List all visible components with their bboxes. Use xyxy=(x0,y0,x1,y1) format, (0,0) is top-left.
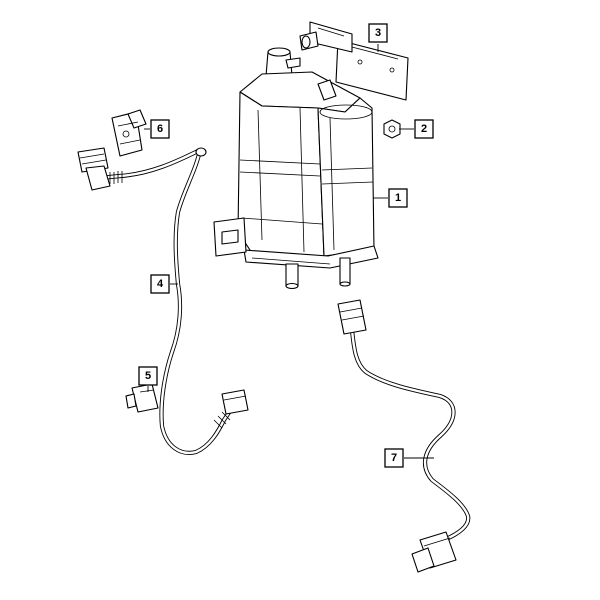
part-1-vapor-canister xyxy=(213,47,379,290)
callout-3-label: 3 xyxy=(375,27,381,39)
callout-1: 1 xyxy=(388,188,408,208)
part-4-hose xyxy=(77,147,249,455)
callout-4: 4 xyxy=(150,274,170,294)
callout-7-label: 7 xyxy=(391,452,397,464)
callout-3: 3 xyxy=(368,23,388,43)
part-7-hose xyxy=(337,299,471,573)
part-3-vent-valve xyxy=(299,21,409,101)
callout-2-label: 2 xyxy=(421,123,427,135)
callout-6: 6 xyxy=(150,119,170,139)
part-6-clip xyxy=(111,109,147,157)
part-5-clip xyxy=(125,383,159,413)
callout-5: 5 xyxy=(138,366,158,386)
leader-lines xyxy=(144,44,434,459)
callout-6-label: 6 xyxy=(157,123,163,135)
callout-5-label: 5 xyxy=(145,370,151,382)
callout-1-label: 1 xyxy=(395,192,401,204)
callout-2: 2 xyxy=(414,119,434,139)
callout-4-label: 4 xyxy=(157,278,164,290)
part-2-nut xyxy=(383,119,401,139)
callout-7: 7 xyxy=(384,448,404,468)
